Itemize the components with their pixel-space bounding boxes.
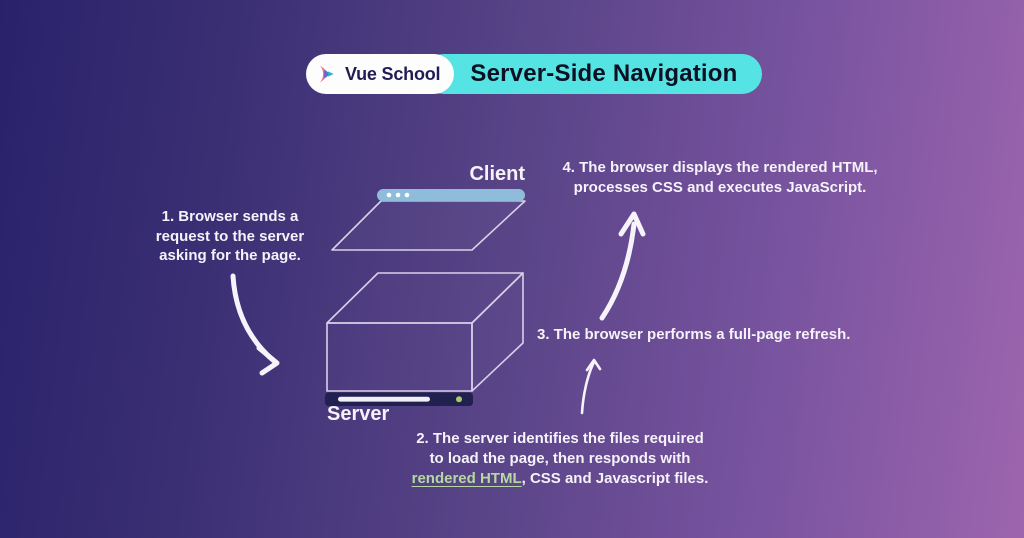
brand-name: Vue School bbox=[345, 63, 441, 84]
client-window-outline bbox=[331, 200, 526, 251]
client-label: Client bbox=[469, 163, 525, 185]
title-pill: Server-Side Navigation bbox=[424, 54, 762, 94]
brand-pill: Vue School bbox=[306, 54, 455, 94]
server-led-indicator bbox=[456, 396, 462, 403]
step-2-text: 2. The server identifies the files requi… bbox=[398, 429, 722, 489]
window-controls-dots-icon bbox=[386, 192, 410, 198]
server-front-face bbox=[326, 322, 473, 392]
step-1-line: 1. Browser sends a bbox=[161, 208, 299, 225]
arrow-step2-to-step3 bbox=[580, 358, 602, 415]
vue-school-logo-icon bbox=[316, 63, 338, 85]
server-box bbox=[326, 272, 524, 392]
title-badge: Vue School Server-Side Navigation bbox=[306, 54, 762, 94]
step-4-text: 4. The browser displays the rendered HTM… bbox=[550, 158, 890, 197]
step-2-line-rest: , CSS and Javascript files. bbox=[521, 470, 709, 487]
server-label: Server bbox=[327, 403, 390, 425]
step-1-line: asking for the page. bbox=[159, 247, 301, 264]
arrow-step3-to-step4 bbox=[599, 211, 646, 321]
rendered-html-link: rendered HTML bbox=[411, 470, 522, 487]
step-2-line: to load the page, then responds with bbox=[429, 450, 691, 467]
arrow-step1-to-server bbox=[230, 273, 280, 376]
server-drive-slot bbox=[338, 396, 430, 402]
step-2-line: rendered HTML, CSS and Javascript files. bbox=[398, 469, 722, 489]
page-title: Server-Side Navigation bbox=[470, 60, 738, 87]
step-4-line: 4. The browser displays the rendered HTM… bbox=[562, 159, 878, 176]
browser-topbar bbox=[377, 189, 525, 202]
step-1-text: 1. Browser sends a request to the server… bbox=[130, 207, 330, 266]
step-1-line: request to the server bbox=[155, 227, 305, 245]
step-3-text: 3. The browser performs a full-page refr… bbox=[537, 326, 851, 343]
step-4-line: processes CSS and executes JavaScript. bbox=[573, 178, 867, 196]
step-2-line: 2. The server identifies the files requi… bbox=[416, 430, 704, 447]
